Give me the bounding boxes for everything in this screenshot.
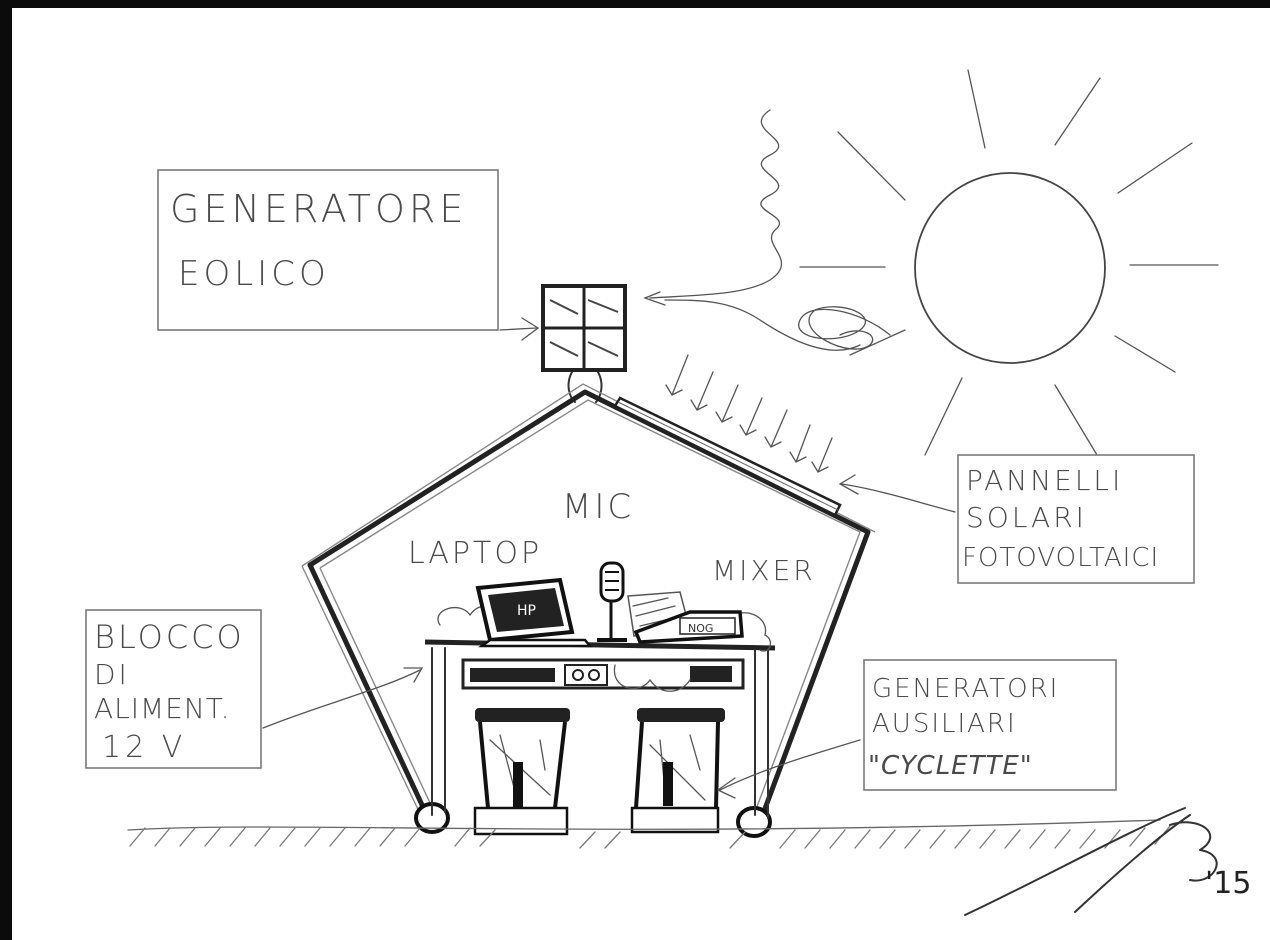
wind-label-line1: GENERATORE xyxy=(170,187,467,231)
signature-year: '15 xyxy=(1205,866,1251,901)
solar-label-line2: SOLARI xyxy=(966,501,1087,534)
laptop-label: LAPTOP xyxy=(408,536,542,571)
cyclette-left xyxy=(475,708,570,834)
mixer-brand: NOG xyxy=(688,622,713,635)
mic-label: MIC xyxy=(562,487,634,527)
solar-label-line1: PANNELLI xyxy=(966,464,1123,497)
tent-frame xyxy=(302,384,875,836)
aux-label-line3: "CYCLETTE" xyxy=(868,751,1033,781)
label-solar-panels: PANNELLI SOLARI FOTOVOLTAICI xyxy=(840,455,1194,583)
sun xyxy=(800,70,1218,460)
laptop-brand: HP xyxy=(517,603,536,619)
mixer-label: MIXER xyxy=(712,554,816,587)
power-label-line1: BLOCCO xyxy=(94,618,245,656)
power-label-line2: DI xyxy=(94,658,130,691)
microphone xyxy=(597,563,627,640)
power-label-line4: 12 V xyxy=(102,730,186,765)
aux-label-line2: AUSILIARI xyxy=(872,709,1017,739)
sun-rays xyxy=(800,70,1218,460)
label-power-block: BLOCCO DI ALIMENT. 12 V xyxy=(86,610,422,768)
sunlight-arrows xyxy=(666,355,832,472)
power-label-line3: ALIMENT. xyxy=(94,692,231,725)
wind-label-line2: EOLICO xyxy=(178,254,330,294)
cyclette-right xyxy=(632,708,725,832)
aux-label-line1: GENERATORI xyxy=(872,674,1059,704)
laptop: HP xyxy=(478,580,590,646)
mixer: NOG xyxy=(628,592,742,642)
label-wind-generator: GENERATORE EOLICO xyxy=(158,170,538,340)
solar-label-line3: FOTOVOLTAICI xyxy=(962,543,1159,573)
wind-swirls xyxy=(645,110,890,350)
